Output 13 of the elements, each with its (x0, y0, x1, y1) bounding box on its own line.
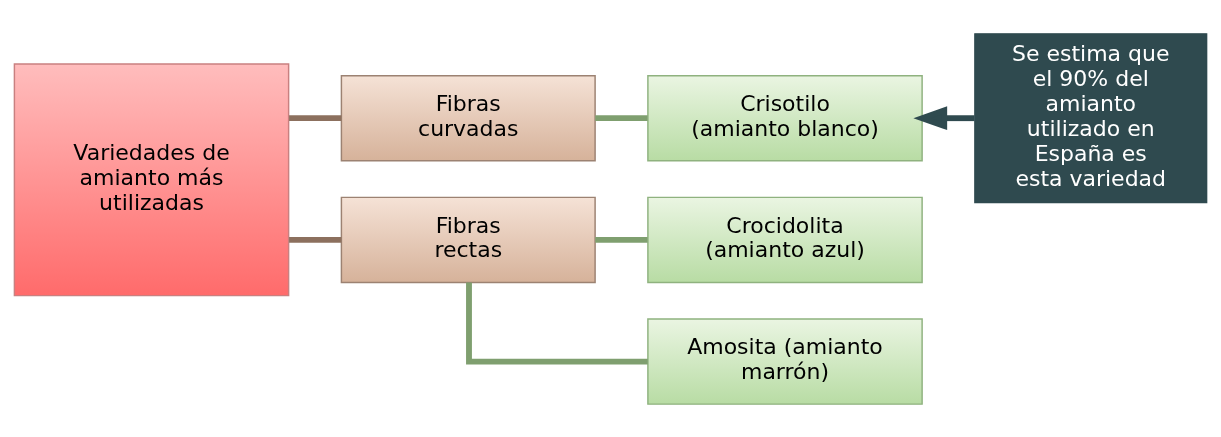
connector (595, 236, 648, 243)
node-box: Amosita (amianto marrón) (647, 317, 923, 405)
connector (466, 281, 648, 365)
node-box: Variedades de amianto más utilizadas (13, 62, 290, 296)
connector (289, 114, 342, 121)
connector (289, 236, 342, 243)
node-box: Fibras rectas (340, 196, 596, 283)
node-box: Crisotilo (amianto blanco) (647, 74, 923, 161)
node-box: Se estima que el 90% del amianto utilizado en España es esta variedad (974, 32, 1208, 203)
connector (595, 114, 648, 121)
node-box: Fibras curvadas (340, 74, 596, 161)
node-box: Crocidolita (amianto azul) (647, 196, 923, 283)
arrow (913, 105, 975, 130)
